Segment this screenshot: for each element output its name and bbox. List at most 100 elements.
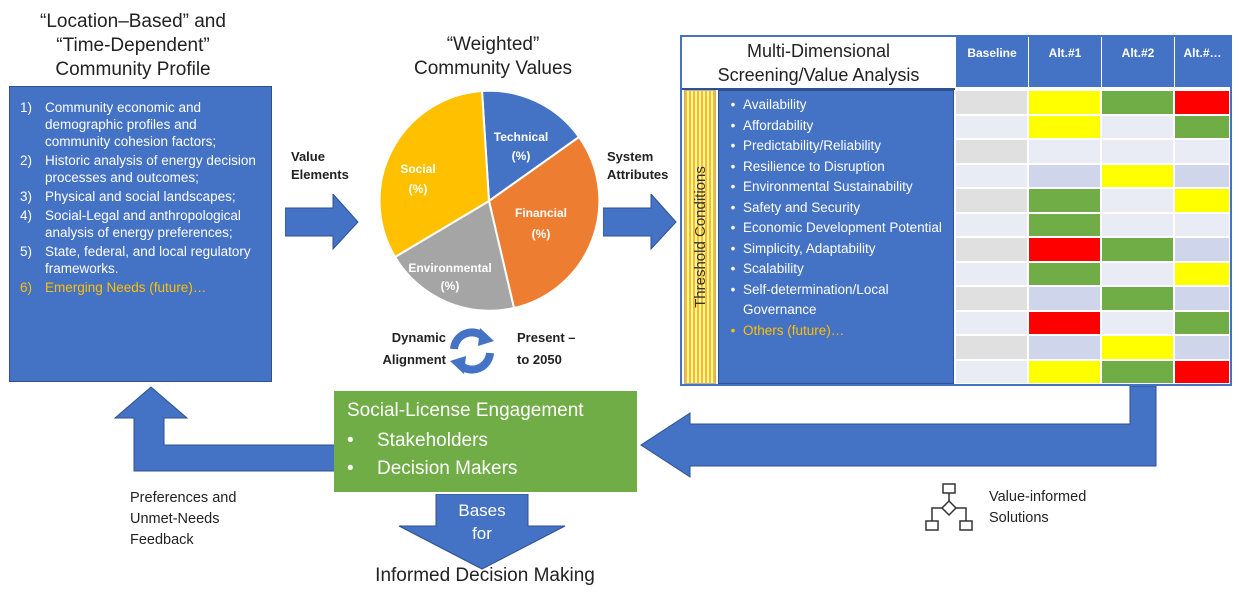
profile-item: 2) Historic analysis of energy decision p… (20, 152, 263, 186)
attribute-item: • Availability (723, 95, 947, 116)
profile-item-text: Community economic and demographic profi… (45, 100, 217, 149)
profile-item-number: 5) (20, 244, 33, 259)
grid-cell (1028, 163, 1101, 188)
profile-item-text: Historic analysis of energy decision pro… (45, 153, 256, 185)
grid-cell (1174, 188, 1230, 213)
profile-title: “Location–Based” and “Time-Dependent” Co… (40, 11, 226, 80)
pie-slice-environmental (393, 199, 516, 312)
profile-item-number: 1) (20, 100, 33, 115)
screening-panel: Multi-Dimensional Screening/Value Analys… (680, 35, 1232, 386)
solutions-label: Value-informed Solutions (989, 489, 1087, 526)
grid-cell (1028, 335, 1101, 360)
grid-cell (955, 310, 1028, 335)
present-2050-label: Present – to 2050 (517, 330, 576, 367)
grid-cell (1174, 359, 1230, 384)
solutions-arrow-icon (640, 386, 1157, 478)
grid-cell (1101, 335, 1174, 360)
grid-cell (1101, 139, 1174, 164)
flowchart-icon (925, 483, 973, 531)
profile-item: 6)Emerging Needs (future)… (20, 279, 263, 296)
pie-label-financial: Financial (515, 206, 567, 220)
system-attributes-label: System Attributes (607, 149, 669, 182)
attribute-item: •Predictability/Reliability (723, 136, 947, 157)
engagement-title: Social-License Engagement (347, 400, 584, 421)
grid-cell (955, 163, 1028, 188)
pie-value-environmental: (%) (441, 279, 460, 293)
engagement-item-decision-makers: •Decision Makers (347, 458, 518, 479)
profile-item-text: Social-Legal and anthropological analysi… (45, 208, 241, 240)
grid-cell (1174, 212, 1230, 237)
attribute-text: Simplicity, Adaptability (743, 240, 876, 256)
grid-cell (1101, 237, 1174, 262)
pie-value-financial: (%) (532, 227, 551, 241)
grid-cell (1028, 90, 1101, 115)
grid-cell (1174, 310, 1230, 335)
profile-item: 4) Social-Legal and anthropological analy… (20, 207, 263, 241)
bullet-icon: • (730, 240, 736, 256)
grid-cell (1174, 163, 1230, 188)
grid-cell (1101, 212, 1174, 237)
attribute-text: Affordability (743, 117, 814, 133)
grid-cell (1101, 163, 1174, 188)
col-header-baseline: Baseline (955, 37, 1028, 87)
pie-slice-social (378, 89, 491, 259)
pie-label-technical: Technical (494, 130, 548, 144)
grid-cell (1028, 212, 1101, 237)
grid-cell (1028, 261, 1101, 286)
feedback-arrow-icon (114, 386, 336, 472)
profile-item-number: 4) (20, 208, 33, 223)
grid-cell (1174, 286, 1230, 311)
profile-item-number: 2) (20, 153, 33, 168)
grid-cell (1174, 139, 1230, 164)
screening-title: Multi-Dimensional Screening/Value Analys… (717, 41, 920, 85)
attribute-text: Economic Development Potential (743, 220, 942, 235)
dynamic-alignment-label: Dynamic Alignment (382, 330, 446, 367)
grid-cell (1174, 261, 1230, 286)
attribute-text: Safety and Security (743, 199, 861, 215)
profile-item-number: 6) (20, 280, 33, 295)
pie-slice-technical (480, 89, 581, 203)
attribute-item: •Safety and Security (723, 198, 947, 219)
grid-cell (1101, 188, 1174, 213)
grid-cell (1101, 286, 1174, 311)
value-elements-label: Value Elements (291, 149, 349, 182)
attribute-text: Predictability/Reliability (743, 138, 882, 153)
profile-box: 1) Community economic and demographic pro… (9, 86, 272, 382)
attribute-text: Others (future)… (743, 322, 845, 338)
grid-cell (955, 237, 1028, 262)
attribute-item: •Self-determination/Local Governance (723, 280, 947, 321)
grid-cell (1101, 310, 1174, 335)
bullet-icon: • (730, 158, 736, 174)
bullet-icon: • (730, 322, 736, 338)
bullet-icon: • (730, 261, 736, 276)
attribute-item: • Others (future)… (723, 321, 947, 342)
attribute-item: • Resilience to Disruption (723, 157, 947, 178)
attributes-list: •Availability•Affordability•Predictabili… (723, 95, 947, 341)
feedback-label: Preferences and Unmet-Needs Feedback (130, 490, 237, 548)
grid-cell (955, 359, 1028, 384)
grid-cell (955, 212, 1028, 237)
pie-value-social: (%) (409, 182, 428, 196)
bases-label: Bases for (458, 501, 506, 543)
attribute-item: • Simplicity, Adaptability (723, 239, 947, 260)
grid-cell (1028, 286, 1101, 311)
bases-down-arrow-icon (398, 494, 566, 570)
attribute-text: Environmental Sustainability (743, 179, 913, 194)
cycle-arrows-icon (450, 328, 494, 374)
attribute-item: •Affordability (723, 116, 947, 137)
screening-title-underline (682, 88, 955, 90)
grid-cell (1028, 139, 1101, 164)
bullet-icon: • (730, 179, 736, 194)
pie-label-social: Social (400, 162, 435, 176)
values-pie-chart: Technical (%) Financial (%) Environmenta… (378, 89, 601, 312)
profile-item: 3)Physical and social landscapes; (20, 188, 263, 205)
col-header-alt1: Alt.#1 (1028, 37, 1101, 87)
attribute-text: Availability (743, 97, 807, 112)
profile-item: 1) Community economic and demographic pro… (20, 99, 263, 150)
arrow-right-icon (603, 194, 677, 250)
bullet-icon: • (730, 97, 736, 112)
attribute-text: Resilience to Disruption (743, 158, 885, 174)
grid-cell (1101, 90, 1174, 115)
profile-item-text: Physical and social landscapes; (45, 189, 236, 204)
grid-cell (1028, 114, 1101, 139)
